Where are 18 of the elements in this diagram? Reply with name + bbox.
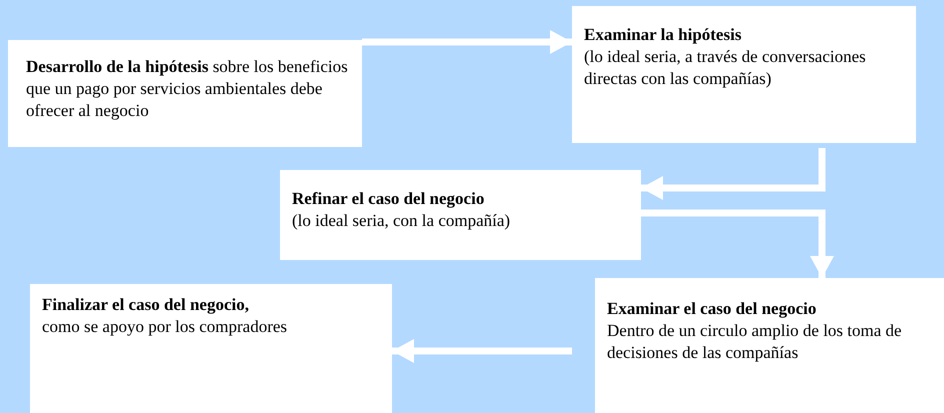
process-box <box>8 40 362 147</box>
box-text: (lo ideal seria, a través de conversaciones directas con las compañías) <box>584 46 867 90</box>
box-text: Dentro de un circulo amplio de los toma de decisiones de las compañías <box>607 320 903 364</box>
box-text: Desarrollo de la hipótesis sobre los beneficios que un pago por servicios ambientales debe ofrecer al negocio <box>26 56 349 122</box>
box-heading: Examinar la hipótesis <box>584 24 742 46</box>
process-box <box>595 278 944 413</box>
process-box <box>30 284 392 413</box>
box-heading: Finalizar el caso del negocio, <box>42 294 250 316</box>
box-text: (lo ideal seria, con la compañía) <box>292 210 512 232</box>
arrow <box>641 148 826 200</box>
process-box <box>572 6 916 143</box>
arrow <box>641 210 834 278</box>
box-heading: Examinar el caso del negocio <box>607 298 818 320</box>
arrow <box>392 339 572 363</box>
box-text: como se apoyo por los compradores <box>42 316 288 338</box>
box-heading: Refinar el caso del negocio <box>292 188 486 210</box>
arrow <box>362 30 572 54</box>
process-box <box>280 170 641 260</box>
